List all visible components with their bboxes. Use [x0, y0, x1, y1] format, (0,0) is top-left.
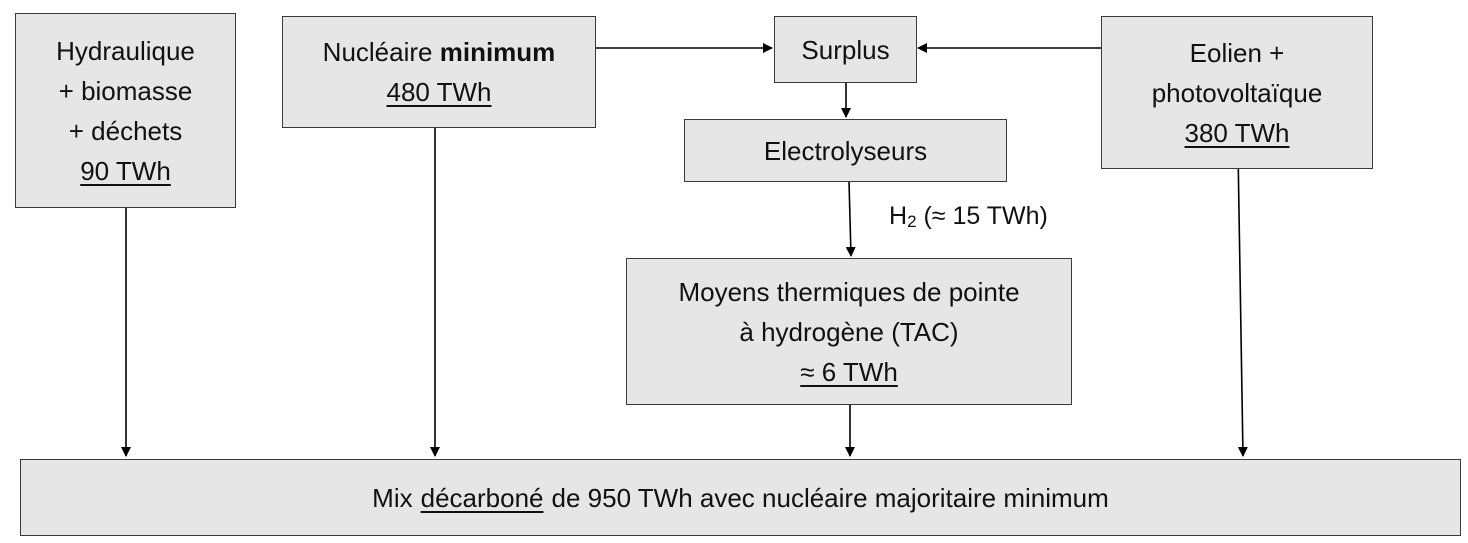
- hydro-line-3: + déchets: [68, 115, 183, 146]
- wind-line-1: Eolien +: [1189, 37, 1285, 68]
- arrow-electrolyseurs-to-thermal: [845, 180, 856, 257]
- wind-line-2: photovoltaïque: [1151, 77, 1323, 108]
- thermal-value: ≈ 6 TWh: [800, 356, 898, 387]
- mix-box: Mix décarboné de 950 TWh avec nucléaire …: [20, 459, 1461, 536]
- hydro-biomass-box: Hydraulique + biomasse + déchets 90 TWh: [15, 13, 236, 208]
- arrow-wind-to-mix: [1237, 149, 1248, 457]
- h2-subscript: 2: [907, 212, 917, 231]
- mix-underlined: décarboné: [420, 482, 544, 513]
- surplus-label: Surplus: [801, 34, 890, 65]
- h2-symbol: H: [889, 202, 908, 230]
- electrolyseurs-box: Electrolyseurs: [684, 119, 1007, 182]
- nuclear-title: Nucléaire minimum: [323, 32, 556, 72]
- nuclear-emphasis: minimum: [439, 37, 556, 67]
- nuclear-value: 480 TWh: [386, 77, 492, 107]
- nuclear-box: Nucléaire minimum 480 TWh: [282, 16, 596, 128]
- h2-amount: (≈ 15 TWh): [923, 202, 1048, 230]
- thermal-line-1: Moyens thermiques de pointe: [678, 276, 1020, 307]
- surplus-box: Surplus: [774, 16, 917, 83]
- hydro-value: 90 TWh: [80, 155, 171, 186]
- electrolyseurs-label: Electrolyseurs: [763, 135, 928, 166]
- thermal-peak-box: Moyens thermiques de pointe à hydrogène …: [626, 258, 1072, 405]
- h2-flow-label: H2 (≈ 15 TWh): [889, 201, 1048, 237]
- mix-suffix: de 950 TWh avec nucléaire majoritaire mi…: [551, 482, 1109, 513]
- hydro-line-2: + biomasse: [58, 75, 193, 106]
- wind-value: 380 TWh: [1184, 117, 1290, 148]
- nuclear-label: Nucléaire: [322, 37, 433, 67]
- thermal-line-2: à hydrogène (TAC): [739, 316, 959, 347]
- mix-prefix: Mix: [372, 482, 413, 513]
- wind-solar-box: Eolien + photovoltaïque 380 TWh: [1101, 16, 1373, 169]
- hydro-line-1: Hydraulique: [56, 35, 195, 66]
